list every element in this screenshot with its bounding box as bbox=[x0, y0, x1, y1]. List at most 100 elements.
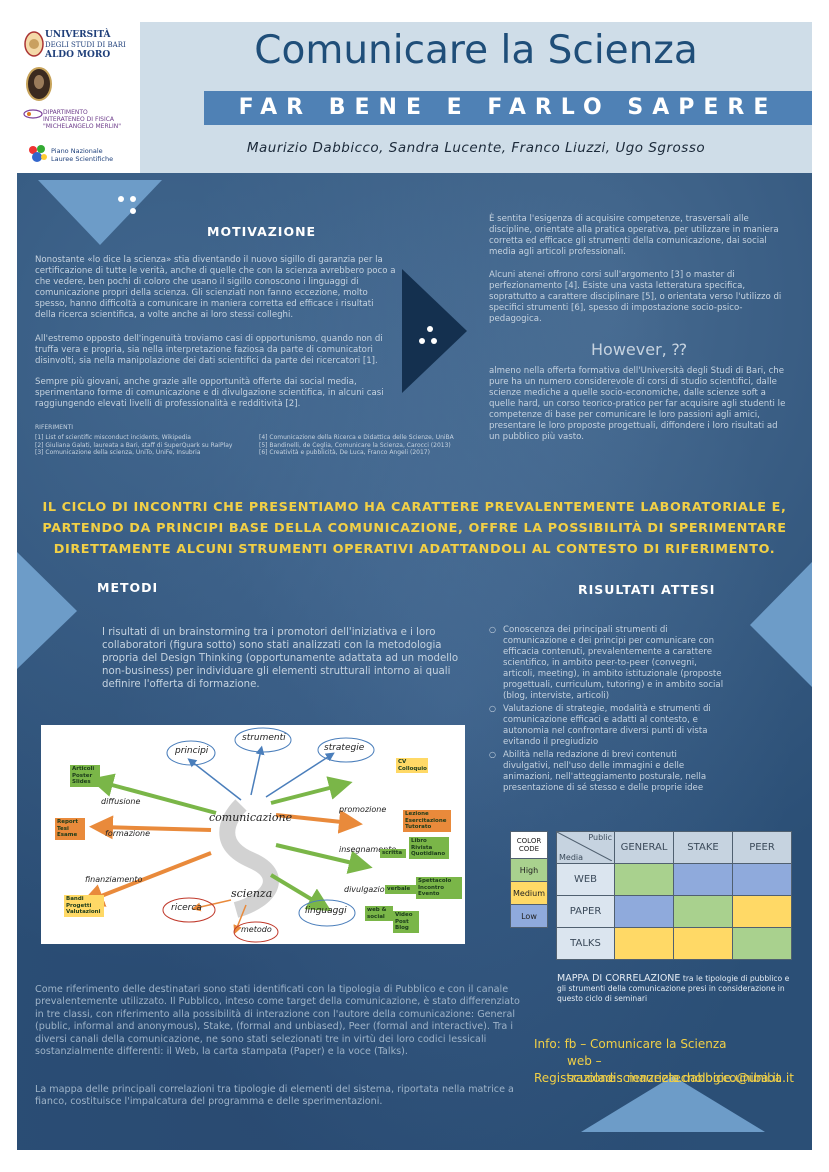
matrix-cell bbox=[732, 927, 792, 960]
matrix-row-header: WEB bbox=[556, 863, 615, 896]
matrix-cell bbox=[732, 895, 792, 928]
portrait-seal-icon bbox=[26, 67, 52, 101]
note-scritta: scritta bbox=[380, 849, 406, 858]
list-item-text: Valutazione di strategie, modalità e str… bbox=[503, 704, 711, 747]
diagram-label-insegnamento: insegnamento bbox=[339, 845, 397, 854]
right-paragraph-1: È sentita l'esigenza di acquisire compet… bbox=[489, 214, 779, 257]
department-logo-text: DIPARTIMENTO INTERATENEO DI FISICA "MICH… bbox=[43, 109, 121, 130]
motivazione-paragraph-2: All'estremo opposto dell'ingenuità trovi… bbox=[35, 334, 383, 366]
matrix-row-header: PAPER bbox=[556, 895, 615, 928]
list-item-text: Conoscenza dei principali strumenti di c… bbox=[503, 625, 724, 701]
note-libro: Libro Rivista Quotidiano bbox=[409, 837, 449, 859]
matrix-col-header: STAKE bbox=[673, 831, 733, 864]
bullet-icon: ○ bbox=[489, 750, 496, 759]
info-web-link[interactable]: web – scuoladiscienzeetecnologie.uniba.i… bbox=[567, 1054, 781, 1085]
references-heading: RIFERIMENTI bbox=[35, 424, 74, 431]
poster-subtitle: FAR BENE E FARLO SAPERE bbox=[204, 91, 812, 125]
legend-high: High bbox=[510, 858, 548, 882]
diagram-label-promozione: promozione bbox=[339, 805, 387, 814]
diagram-label-finanziamento: finanziamento bbox=[85, 875, 143, 884]
list-item: ○ Conoscenza dei principali strumenti di… bbox=[489, 625, 724, 702]
key-message-banner: IL CICLO DI INCONTRI CHE PRESENTIAMO HA … bbox=[17, 497, 812, 560]
triangle-right-dots-icon bbox=[402, 269, 467, 393]
diagram-label-metodo: metodo bbox=[241, 925, 272, 934]
diagram-arrows bbox=[79, 727, 375, 943]
logos-panel: UNIVERSITÀ DEGLI STUDI DI BARI ALDO MORO… bbox=[17, 22, 140, 173]
info-fb: Info: fb – Comunicare la Scienza bbox=[534, 1037, 727, 1051]
right-paragraph-3: almeno nella offerta formativa dell'Univ… bbox=[489, 366, 786, 442]
info-registration-email[interactable]: Registrazione : maurizio.dabbicco@uniba.… bbox=[534, 1071, 794, 1085]
matrix-cell bbox=[732, 863, 792, 896]
note-spettacolo: Spettacolo Incontro Evento bbox=[416, 877, 462, 899]
authors: Maurizio Dabbicco, Sandra Lucente, Franc… bbox=[246, 140, 706, 156]
diagonal-line bbox=[557, 832, 612, 861]
triangle-dots-icon bbox=[38, 180, 162, 245]
poster-title: Comunicare la Scienza bbox=[254, 28, 698, 73]
legend-medium: Medium bbox=[510, 881, 548, 905]
diagram-label-principi: principi bbox=[175, 746, 209, 756]
metodi-paragraph-2: Come riferimento delle destinatari sono … bbox=[35, 984, 520, 1058]
triangle-left-edge-icon bbox=[17, 552, 77, 669]
diagram-label-diffusione: diffusione bbox=[101, 797, 141, 806]
reference-item: [1] List of scientific misconduct incide… bbox=[35, 434, 191, 441]
brainstorming-diagram: comunicazione scienza principi strumenti… bbox=[41, 725, 465, 944]
color-legend: COLOR CODE High Medium Low bbox=[510, 831, 548, 928]
list-item: ○ Valutazione di strategie, modalità e s… bbox=[489, 704, 724, 748]
metodi-paragraph-3: La mappa delle principali correlazioni t… bbox=[35, 1084, 514, 1108]
pls-logo-icon bbox=[29, 145, 47, 162]
bullet-icon: ○ bbox=[489, 704, 496, 713]
department-logo-icon bbox=[23, 109, 43, 119]
motivazione-paragraph-1: Nonostante «lo dice la scienza» stia div… bbox=[35, 255, 396, 320]
bullet-icon: ○ bbox=[489, 625, 496, 634]
matrix-cell bbox=[614, 927, 674, 960]
risultati-list: ○ Conoscenza dei principali strumenti di… bbox=[489, 625, 724, 794]
metodi-paragraph-1: I risultati di un brainstorming tra i pr… bbox=[102, 627, 459, 690]
note-verbale: verbale bbox=[385, 885, 417, 894]
note-lezione: Lezione Esercitazione Tutorato bbox=[403, 810, 451, 832]
diagram-label-ricerca: ricerca bbox=[171, 903, 202, 913]
matrix-caption-text: tra le tipologie di pubblico e gli strum… bbox=[557, 974, 790, 1003]
matrix-col-header: PEER bbox=[732, 831, 792, 864]
header: Comunicare la Scienza FAR BENE E FARLO S… bbox=[140, 22, 812, 173]
diagram-center-comunicazione: comunicazione bbox=[209, 811, 293, 824]
corner-media: Media bbox=[559, 853, 584, 862]
matrix-cell bbox=[673, 927, 733, 960]
matrix-caption: MAPPA DI CORRELAZIONE tra le tipologie d… bbox=[557, 974, 797, 1004]
metodi-heading: METODI bbox=[97, 580, 159, 595]
legend-header: COLOR CODE bbox=[510, 831, 548, 859]
matrix-corner: Public Media bbox=[556, 831, 615, 864]
reference-item: [5] Bandinelli, de Ceglia, Comunicare la… bbox=[259, 441, 451, 449]
correlation-matrix: Public Media GENERAL STAKE PEER WEB PAPE… bbox=[556, 831, 792, 960]
diagram-label-strumenti: strumenti bbox=[242, 733, 286, 743]
poster: UNIVERSITÀ DEGLI STUDI DI BARI ALDO MORO… bbox=[17, 22, 812, 1150]
banner-line: IL CICLO DI INCONTRI CHE PRESENTIAMO HA … bbox=[42, 500, 787, 515]
matrix-row-header: TALKS bbox=[556, 927, 615, 960]
diagram-label-linguaggi: linguaggi bbox=[305, 906, 347, 916]
references: RIFERIMENTI [1] List of scientific misco… bbox=[35, 424, 454, 456]
corner-public: Public bbox=[588, 833, 612, 842]
reference-item: [2] Giuliana Galati, laureata a Bari, st… bbox=[35, 441, 233, 449]
note-report: Report Tesi Esame bbox=[55, 818, 85, 840]
note-web: web & social bbox=[365, 906, 393, 921]
university-logo-text: UNIVERSITÀ DEGLI STUDI DI BARI ALDO MORO bbox=[45, 30, 126, 60]
note-articoli: Articoli Poster Slides bbox=[70, 765, 100, 787]
motivazione-paragraph-3: Sempre più giovani, anche grazie alle op… bbox=[35, 377, 384, 409]
banner-line: PARTENDO DA PRINCIPI BASE DELLA COMUNICA… bbox=[42, 521, 787, 536]
diagram-center-scienza: scienza bbox=[231, 887, 273, 900]
matrix-caption-title: MAPPA DI CORRELAZIONE bbox=[557, 973, 681, 984]
legend-low: Low bbox=[510, 904, 548, 928]
list-item-text: Abilità nella redazione di brevi contenu… bbox=[503, 750, 707, 793]
diagram-label-strategie: strategie bbox=[324, 743, 365, 753]
triangle-bottom-icon bbox=[581, 1076, 765, 1132]
note-bandi: Bandi Progetti Valutazioni bbox=[64, 895, 104, 917]
diagram-label-formazione: formazione bbox=[105, 829, 151, 838]
reference-item: [4] Comunicazione della Ricerca e Didatt… bbox=[259, 434, 454, 441]
note-video: Video Post Blog bbox=[393, 911, 419, 933]
pls-logo-text: Piano Nazionale Lauree Scientifiche bbox=[51, 147, 114, 163]
note-cv: CV Colloquio bbox=[396, 758, 428, 773]
risultati-heading: RISULTATI ATTESI bbox=[578, 582, 716, 597]
motivazione-heading: MOTIVAZIONE bbox=[207, 224, 317, 239]
matrix-cell bbox=[673, 895, 733, 928]
banner-line: DIRETTAMENTE ALCUNI STRUMENTI OPERATIVI … bbox=[53, 542, 776, 557]
reference-item: [3] Comunicazione della scienza, UniTo, … bbox=[35, 449, 201, 456]
